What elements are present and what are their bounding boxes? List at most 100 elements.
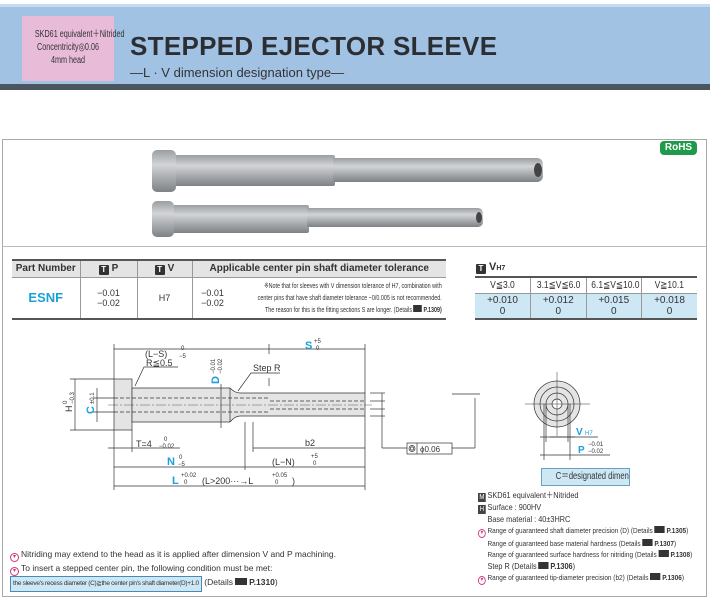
v-range: 3.1≦V≦6.0 bbox=[530, 277, 587, 294]
header-band bbox=[0, 4, 710, 86]
page-title: STEPPED EJECTOR SLEEVE bbox=[130, 31, 498, 61]
dim-h: H bbox=[64, 406, 74, 413]
pin-tolerance: −0.01−0.02 ※Note that for sleeves with V… bbox=[201, 280, 442, 314]
page-link[interactable]: P.1306 bbox=[662, 572, 682, 582]
rohs-badge: RoHS bbox=[660, 141, 697, 155]
designated-dimension-note: C＝designated dimension bbox=[541, 468, 630, 486]
dim-c: C bbox=[85, 406, 97, 414]
svg-text:0: 0 bbox=[179, 455, 183, 461]
dim-v: V bbox=[576, 427, 583, 438]
dim-r: R≦0.5 bbox=[146, 358, 173, 368]
technical-drawing: (L−S) 0 −5 S +5 0 R≦0.5 Step R D −0.01 −… bbox=[63, 339, 610, 490]
dim-n: N bbox=[167, 456, 175, 468]
badge-line: 4mm head bbox=[50, 55, 86, 66]
svg-text:0: 0 bbox=[313, 461, 317, 467]
pin-icon: ▾ bbox=[478, 575, 486, 585]
tolerance-badge: T bbox=[154, 264, 165, 275]
v-tolerance: H7 bbox=[137, 277, 193, 319]
catalog-icon bbox=[413, 304, 423, 312]
note-line: ※Note that for sleeves with V dimension … bbox=[264, 280, 442, 290]
note-nitriding: ▾Nitriding may extend to the head as it … bbox=[10, 548, 336, 562]
header-part-number: Part Number bbox=[12, 260, 81, 278]
page-link[interactable]: P.1310 bbox=[249, 577, 275, 587]
svg-text:0: 0 bbox=[184, 480, 188, 486]
spec-range: Range of guaranteed base material hardne… bbox=[487, 539, 677, 549]
dim-b2: b2 bbox=[305, 438, 315, 448]
dim-s: S bbox=[305, 340, 312, 352]
svg-text:(L>200···→L: (L>200···→L bbox=[202, 476, 253, 486]
svg-text:+0.02: +0.02 bbox=[181, 473, 197, 479]
catalog-icon bbox=[538, 561, 549, 569]
svg-text:H7: H7 bbox=[585, 431, 593, 437]
svg-text:−0.02: −0.02 bbox=[218, 358, 224, 374]
dim-l: L bbox=[172, 475, 179, 487]
svg-text:): ) bbox=[292, 476, 295, 486]
page-link[interactable]: P.1306 bbox=[550, 560, 573, 571]
p-tolerance: −0.01−0.02 bbox=[80, 277, 138, 319]
svg-text:0: 0 bbox=[181, 346, 185, 352]
material-badge-icon: M bbox=[478, 493, 486, 502]
dim-t: T=4 bbox=[136, 439, 152, 449]
hardness-badge-icon: H bbox=[478, 505, 486, 514]
catalog-icon bbox=[642, 539, 653, 547]
page-link[interactable]: P.1307 bbox=[654, 539, 674, 549]
pin-icon: ▾ bbox=[478, 529, 486, 539]
svg-text:+0.05: +0.05 bbox=[272, 473, 288, 479]
svg-text:−0.02: −0.02 bbox=[588, 449, 604, 455]
tolerance-badge: T bbox=[98, 264, 109, 275]
svg-text:0: 0 bbox=[164, 437, 168, 443]
svg-text:−5: −5 bbox=[178, 462, 186, 468]
tolerance-badge: T bbox=[476, 264, 486, 274]
label-step-r: Step R bbox=[253, 363, 281, 373]
spec-range: Range of guaranteed surface hardness for… bbox=[487, 550, 693, 560]
dim-p: P bbox=[578, 445, 585, 456]
part-number[interactable]: ESNF bbox=[12, 277, 81, 319]
svg-text:−0.02: −0.02 bbox=[159, 444, 175, 450]
sleeve-head bbox=[113, 378, 133, 431]
svg-text:0: 0 bbox=[63, 400, 69, 404]
catalog-icon bbox=[235, 578, 248, 585]
page-link[interactable]: P.1308 bbox=[670, 550, 691, 560]
svg-text:+5: +5 bbox=[311, 454, 319, 460]
v-range: V≦3.0 bbox=[475, 277, 531, 294]
note-line: center pins that have shaft diameter tol… bbox=[257, 292, 442, 302]
svg-text:−5: −5 bbox=[179, 354, 187, 360]
v-tolerance-table: V≦3.0 3.1≦V≦6.0 6.1≦V≦10.0 V≧10.1 +0.010… bbox=[475, 276, 697, 320]
v-range: V≧10.1 bbox=[641, 277, 697, 294]
dim-l-minus-n: (L−N) bbox=[272, 457, 295, 467]
svg-text:+5: +5 bbox=[314, 339, 322, 345]
page-subtitle: —L · V dimension designation type— bbox=[130, 65, 345, 80]
dim-d: D bbox=[210, 376, 222, 384]
svg-text:0: 0 bbox=[275, 480, 279, 486]
svg-text:±0.1: ±0.1 bbox=[90, 392, 96, 404]
dim-l-minus-s: (L−S) bbox=[145, 349, 167, 359]
svg-text:−0.01: −0.01 bbox=[211, 358, 217, 374]
catalog-icon bbox=[650, 572, 661, 580]
spec-range: ▾Range of guaranteed tip-diameter precis… bbox=[478, 572, 692, 585]
note-condition: the sleeve's recess diameter (C)≧the cen… bbox=[10, 576, 336, 592]
pin-icon: ▾ bbox=[10, 567, 19, 576]
page-link[interactable]: P.1305 bbox=[666, 526, 687, 536]
spec-range: ▾Range of guaranteed shaft diameter prec… bbox=[478, 525, 692, 539]
note-line: The reason for this is the fitting secti… bbox=[265, 304, 442, 314]
badge-line: Concentricity◎0.06 bbox=[37, 42, 99, 53]
header-pin-tolerance: Applicable center pin shaft diameter tol… bbox=[192, 260, 446, 278]
notes: ▾Nitriding may extend to the head as it … bbox=[10, 548, 336, 592]
header-bar bbox=[0, 84, 710, 90]
feature-badge: SKD61 equivalent＋Nitrided Concentricity◎… bbox=[22, 16, 125, 81]
page-link[interactable]: P.1309) bbox=[423, 304, 442, 314]
badge-line: SKD61 equivalent＋Nitrided bbox=[34, 29, 125, 40]
